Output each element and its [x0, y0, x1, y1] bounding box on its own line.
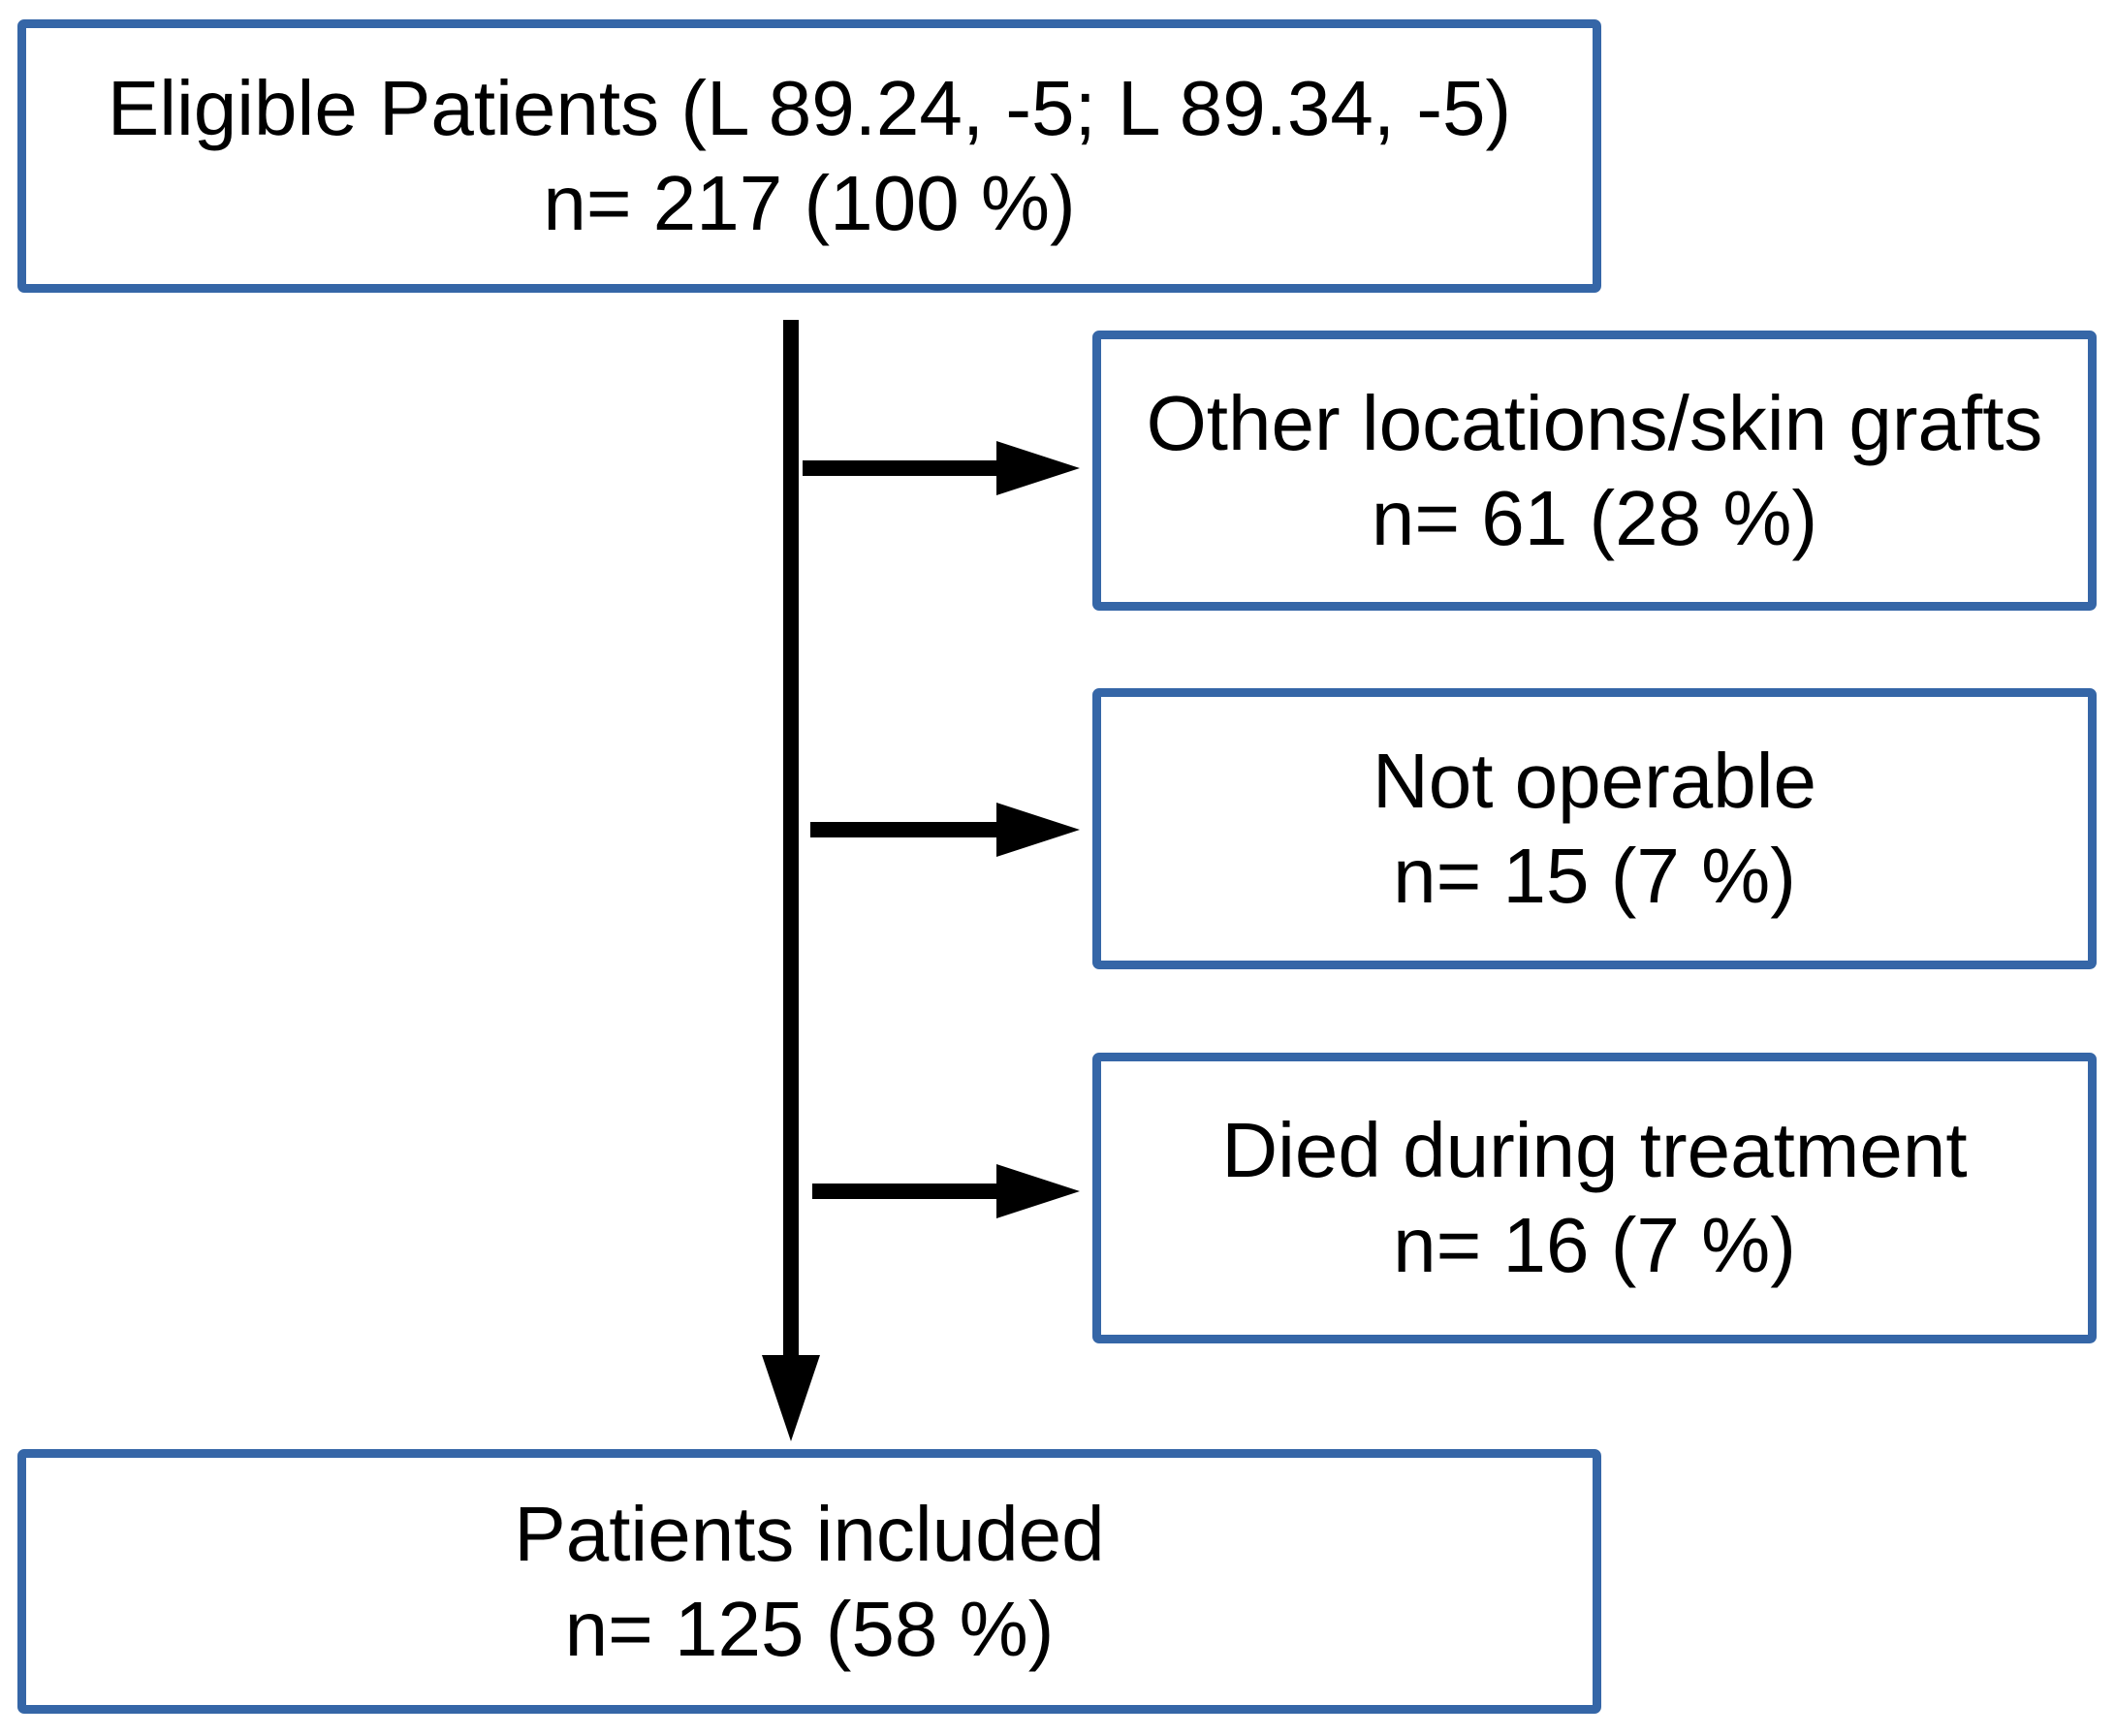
- patients-included-box: Patients included n= 125 (58 %): [17, 1449, 1601, 1714]
- not-operable-label: Not operable: [1372, 738, 1817, 824]
- not-operable-count: n= 15 (7 %): [1393, 833, 1796, 919]
- eligible-patients-label: Eligible Patients (L 89.24, -5; L 89.34,…: [107, 65, 1512, 151]
- died-during-treatment-count: n= 16 (7 %): [1393, 1202, 1796, 1288]
- patients-included-count: n= 125 (58 %): [564, 1585, 1055, 1672]
- patients-included-label: Patients included: [514, 1490, 1105, 1577]
- other-locations-label: Other locations/skin grafts: [1146, 379, 2043, 466]
- branch-arrow-other-locations: [803, 441, 1080, 495]
- branch-arrow-not-operable: [810, 803, 1080, 857]
- main-flow-down-arrow: [762, 320, 820, 1441]
- died-during-treatment-box: Died during treatment n= 16 (7 %): [1092, 1053, 2097, 1343]
- other-locations-box: Other locations/skin grafts n= 61 (28 %): [1092, 331, 2097, 611]
- not-operable-box: Not operable n= 15 (7 %): [1092, 688, 2097, 969]
- died-during-treatment-label: Died during treatment: [1221, 1107, 1968, 1193]
- other-locations-count: n= 61 (28 %): [1371, 474, 1818, 561]
- eligible-patients-count: n= 217 (100 %): [543, 160, 1076, 246]
- eligible-patients-box: Eligible Patients (L 89.24, -5; L 89.34,…: [17, 19, 1601, 293]
- branch-arrow-died-during-treatment: [812, 1164, 1080, 1218]
